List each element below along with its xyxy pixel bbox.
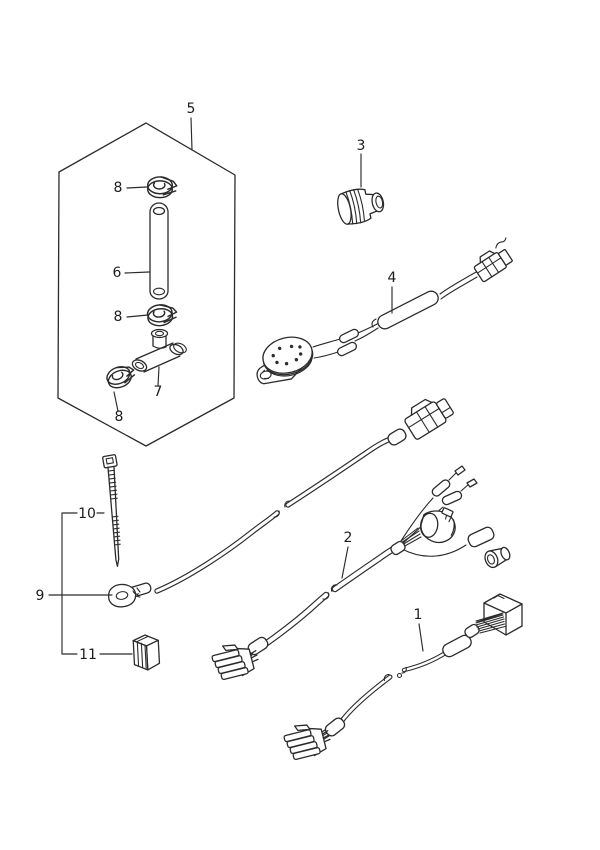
part-5-hexagon-outline	[57, 122, 236, 447]
part-2-sheath-wrap	[390, 540, 406, 556]
part-1-sleeve-upper	[442, 634, 472, 658]
leader-1	[418, 623, 424, 652]
part-4-wires-lower	[312, 338, 341, 359]
leader-8-top	[126, 186, 148, 189]
bullet-tip-b	[466, 478, 478, 488]
callout-leaders	[48, 117, 424, 655]
part-2-bullet-terminal-a	[431, 479, 451, 497]
part-7-t-fitting	[131, 328, 187, 373]
callout-5-label: 5	[187, 101, 196, 117]
part-4-connector	[473, 237, 513, 283]
callout-8-top-label: 8	[114, 180, 123, 196]
sensor-contact-dots	[271, 344, 303, 366]
part-2-bullet-terminal-b	[441, 490, 463, 506]
callout-6-label: 6	[113, 265, 122, 281]
part-2-boot-sleeve	[467, 526, 495, 548]
leader-7	[157, 366, 160, 387]
bullet-tip-a	[454, 465, 466, 476]
part-4-sleeve-a	[338, 328, 360, 344]
part-1-connector-left	[281, 717, 334, 763]
part-4-sensor-disc	[256, 336, 314, 385]
part-8-clamp-middle	[145, 302, 179, 328]
callout-2-label: 2	[344, 530, 353, 546]
part-2-harness	[209, 465, 511, 683]
callout-9-label: 9	[36, 588, 45, 604]
cable-tie-serrations	[107, 469, 121, 546]
part-1-cable	[281, 593, 523, 763]
callout-4-label: 4	[388, 270, 397, 286]
callout-labels: 5 8 6 8 7 8 3 4 9 10 11 2 1	[36, 101, 423, 663]
leader-5	[190, 117, 193, 151]
part-4-sleeve-b	[336, 341, 358, 357]
bracket-10-11	[61, 512, 78, 655]
callout-7-label: 7	[154, 384, 163, 400]
ground-cable-connector	[404, 398, 454, 440]
part-1-wire-bundle	[475, 612, 506, 634]
ground-lead-assembly	[102, 398, 454, 671]
callout-3-label: 3	[357, 138, 366, 154]
callout-10-label: 10	[78, 506, 96, 522]
part-6-tube	[149, 202, 169, 300]
part-10-cable-tie	[102, 454, 121, 567]
part-1-connector-right	[475, 593, 523, 636]
part-11-connector-holder	[132, 634, 161, 671]
part-4-wires-upper	[439, 270, 479, 300]
leader-2	[341, 546, 349, 579]
part-2-round-connector	[419, 507, 456, 544]
callout-8-mid-label: 8	[114, 309, 123, 325]
leader-6	[124, 271, 150, 274]
part-3-plug	[337, 188, 385, 225]
ground-cable-sleeve	[387, 428, 407, 446]
callout-8-bottom-label: 8	[115, 409, 124, 425]
callout-1-label: 1	[414, 607, 423, 623]
diagram-artwork: 5 8 6 8 7 8 3 4 9 10 11 2 1	[36, 101, 523, 763]
part-8-clamp-top	[146, 176, 178, 199]
part-9-ring-terminal	[107, 582, 152, 608]
leader-8-mid	[126, 314, 149, 318]
callout-11-label: 11	[79, 647, 97, 663]
part-2-end-plug	[484, 546, 511, 569]
part-4-main-sleeve	[377, 290, 439, 330]
ground-cable-lower	[157, 513, 277, 591]
leader-8-bottom	[113, 391, 119, 412]
part-4-sensor-harness	[256, 237, 513, 385]
part-2-branch-wires	[398, 471, 470, 557]
